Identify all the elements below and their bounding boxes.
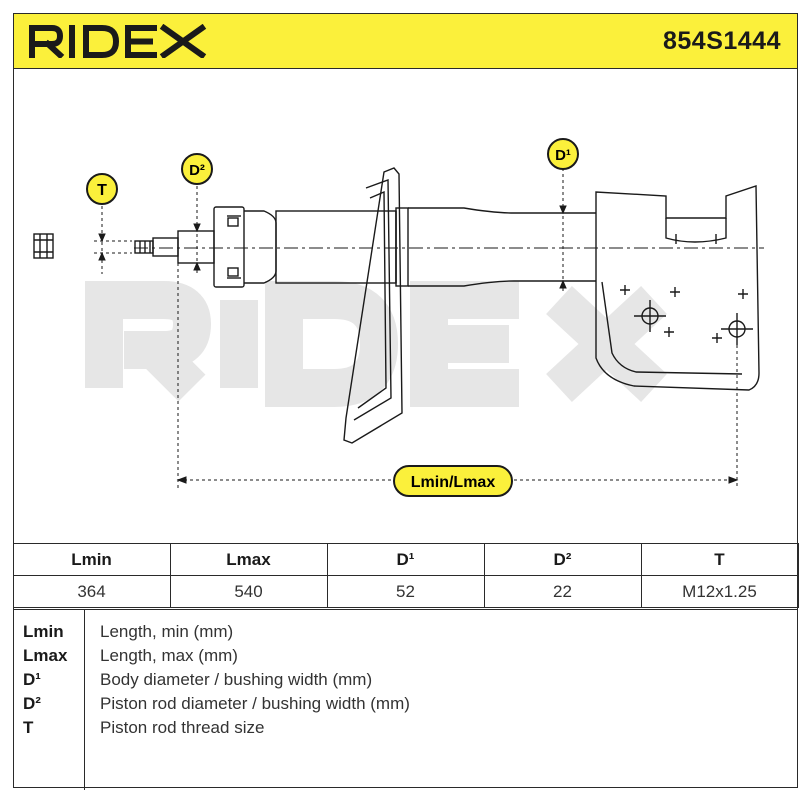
legend-item: D² Piston rod diameter / bushing width (… xyxy=(14,692,797,716)
legend-key: D¹ xyxy=(23,670,41,689)
spec-header-row: Lmin Lmax D¹ D² T xyxy=(12,543,799,576)
spec-header-lmax: Lmax xyxy=(169,543,328,576)
header-bar: 854S1444 xyxy=(14,14,797,69)
legend-text: Piston rod diameter / bushing width (mm) xyxy=(100,694,410,713)
spec-value-lmax: 540 xyxy=(169,575,328,608)
legend-item: T Piston rod thread size xyxy=(14,716,797,740)
ridex-watermark xyxy=(85,281,667,407)
label-D2: D² xyxy=(189,162,205,179)
piston-rod xyxy=(152,237,179,257)
spec-value-d1: 52 xyxy=(326,575,485,608)
spec-table: Lmin Lmax D¹ D² T 364 540 52 22 M12x1.25 xyxy=(12,543,799,608)
legend-key: D² xyxy=(23,694,41,713)
label-D1: D¹ xyxy=(555,147,571,164)
legend-text: Length, max (mm) xyxy=(100,646,238,665)
legend-key: Lmin xyxy=(23,622,64,641)
legend: Lmin Length, min (mm) Lmax Length, max (… xyxy=(14,609,797,790)
spec-value-row: 364 540 52 22 M12x1.25 xyxy=(12,575,799,608)
badge-D1: D¹ xyxy=(547,138,579,170)
spec-header-t: T xyxy=(640,543,799,576)
spec-value-d2: 22 xyxy=(483,575,642,608)
badge-D2: D² xyxy=(181,153,213,185)
damper-body xyxy=(275,210,397,284)
part-number: 854S1444 xyxy=(662,27,781,55)
legend-divider xyxy=(84,610,85,790)
spec-header-d1: D¹ xyxy=(326,543,485,576)
legend-text: Length, min (mm) xyxy=(100,622,234,641)
legend-item: Lmax Length, max (mm) xyxy=(14,644,797,668)
spec-header-d2: D² xyxy=(483,543,642,576)
label-Lmin-Lmax: Lmin/Lmax xyxy=(411,474,496,491)
mount-bracket xyxy=(595,185,760,391)
datasheet: 854S1444 xyxy=(12,13,799,790)
legend-text: Piston rod thread size xyxy=(100,718,265,737)
label-T: T xyxy=(97,182,107,199)
spec-header-lmin: Lmin xyxy=(12,543,171,576)
legend-item: Lmin Length, min (mm) xyxy=(14,620,797,644)
spec-value-lmin: 364 xyxy=(12,575,171,608)
legend-item: D¹ Body diameter / bushing width (mm) xyxy=(14,668,797,692)
spec-value-t: M12x1.25 xyxy=(640,575,799,608)
badge-T: T xyxy=(86,173,118,205)
badge-L: Lmin/Lmax xyxy=(393,465,513,497)
nut-part xyxy=(33,233,54,259)
spring-seat xyxy=(343,167,403,444)
ridex-logo xyxy=(29,24,207,58)
legend-text: Body diameter / bushing width (mm) xyxy=(100,670,373,689)
shock-absorber-drawing: T D² D¹ Lmin/Lmax xyxy=(33,138,764,497)
legend-key: Lmax xyxy=(23,646,68,665)
technical-drawing: T D² D¹ Lmin/Lmax xyxy=(14,68,797,552)
legend-key: T xyxy=(23,718,34,737)
